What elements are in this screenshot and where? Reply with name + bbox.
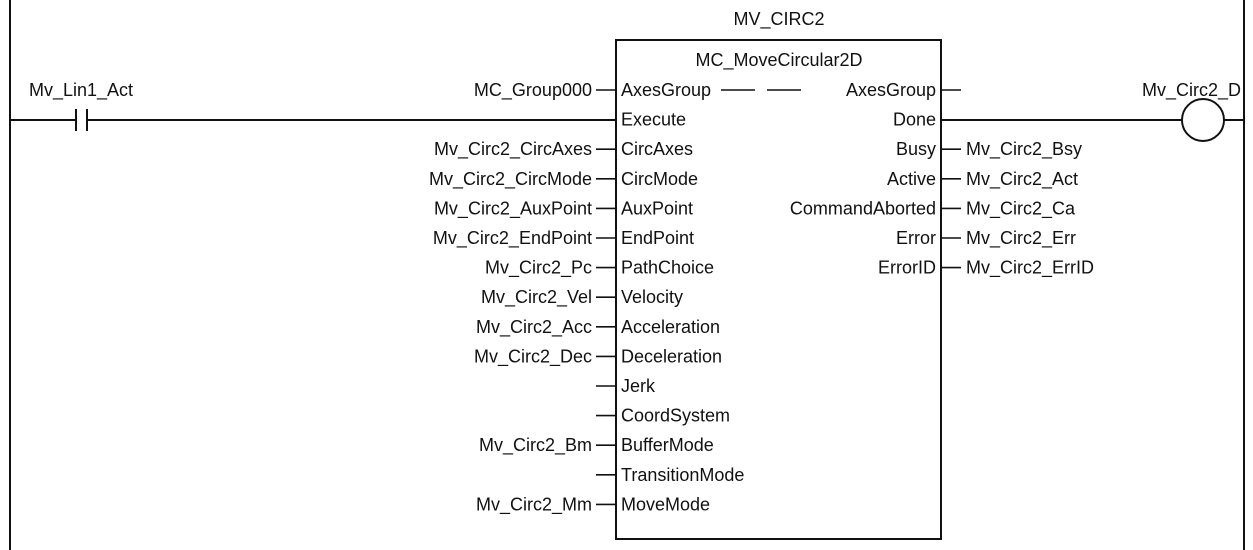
output-pin-label: Active — [887, 169, 936, 189]
input-variable: Mv_Circ2_CircAxes — [434, 139, 592, 160]
input-pin-label: CircMode — [621, 169, 698, 189]
input-pin-label: TransitionMode — [621, 465, 744, 485]
output-pin-label: AxesGroup — [846, 80, 936, 100]
output-variable: Mv_Circ2_Ca — [966, 198, 1076, 219]
input-variable: Mv_Circ2_CircMode — [429, 169, 592, 190]
output-variable: Mv_Circ2_ErrID — [966, 258, 1094, 279]
output-pin-label: Error — [896, 228, 936, 248]
input-pin-label: CoordSystem — [621, 406, 730, 426]
input-variable: Mv_Circ2_Pc — [485, 258, 592, 279]
output-pin-label: ErrorID — [878, 258, 936, 278]
output-coil — [1181, 98, 1225, 142]
output-pin-label: Done — [893, 110, 936, 130]
output-variable: Mv_Circ2_Act — [966, 169, 1078, 190]
input-variable: Mv_Circ2_AuxPoint — [434, 198, 592, 219]
input-pin-label: EndPoint — [621, 228, 694, 248]
instance-name: MV_CIRC2 — [733, 9, 824, 30]
input-pin-label: Execute — [621, 110, 686, 130]
input-pin-label: PathChoice — [621, 258, 714, 278]
function-block — [615, 39, 942, 540]
block-type: MC_MoveCircular2D — [695, 50, 862, 71]
input-variable: Mv_Circ2_Dec — [474, 346, 592, 367]
input-pin-label: Acceleration — [621, 317, 720, 337]
input-pin-label: AuxPoint — [621, 198, 693, 218]
input-variable: MC_Group000 — [474, 80, 592, 101]
input-variable: Mv_Circ2_Mm — [476, 494, 592, 515]
input-variable: Mv_Circ2_EndPoint — [433, 228, 592, 249]
output-pin-label: CommandAborted — [790, 198, 936, 218]
input-variable: Mv_Circ2_Bm — [479, 435, 592, 456]
input-variable: Mv_Circ2_Acc — [476, 317, 592, 338]
input-variable: Mv_Circ2_Vel — [481, 287, 592, 308]
input-pin-label: Deceleration — [621, 346, 722, 366]
output-variable: Mv_Circ2_Err — [966, 228, 1076, 249]
input-pin-label: BufferMode — [621, 435, 714, 455]
input-pin-label: Jerk — [621, 376, 656, 396]
input-pin-label: Velocity — [621, 287, 683, 307]
coil-label: Mv_Circ2_D — [1142, 80, 1241, 101]
output-pin-label: Busy — [896, 139, 936, 159]
output-variable: Mv_Circ2_Bsy — [966, 139, 1082, 160]
contact-label: Mv_Lin1_Act — [29, 80, 133, 101]
input-pins: AxesGroupMC_Group000ExecuteCircAxesMv_Ci… — [429, 80, 801, 515]
input-pin-label: MoveMode — [621, 494, 710, 514]
input-pin-label: AxesGroup — [621, 80, 711, 100]
input-pin-label: CircAxes — [621, 139, 693, 159]
